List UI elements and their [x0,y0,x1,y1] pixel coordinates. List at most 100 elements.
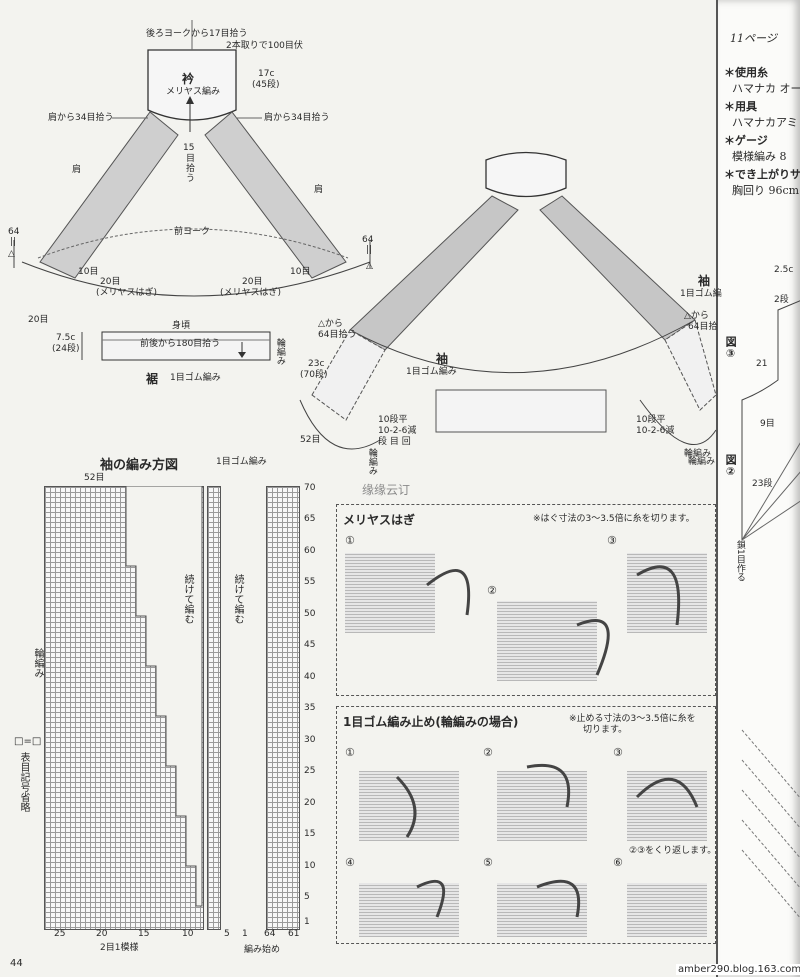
rp-2dan: 2段 [774,295,789,305]
bindoff-title: 1目ゴム編み止め(輪編みの場合) [343,715,519,729]
collar-rows: (45段) [252,80,280,90]
graft-step-3: ③ [607,534,617,547]
col-number: 5 [224,929,230,939]
st10-left: 10目 [78,267,99,277]
graft-panel: メリヤスはぎ ※はぐ寸法の3〜3.5倍に糸を切ります。 ① ② ③ [336,504,716,696]
graft-illustration-1 [345,553,435,633]
yarn-heading: ＊使用糸 [724,66,768,79]
row-number: 45 [304,640,316,650]
row-number: 35 [304,703,316,713]
chart-repeat-label: 2目1模様 [100,943,139,953]
left-eq: || [10,237,17,247]
graft-illustration-3 [627,553,707,633]
dec-left-1: 10段平 [378,415,408,425]
blog-credit: amber290.blog.163.com [676,964,800,975]
graft-step-2: ② [487,584,497,597]
graft-note: ※はぐ寸法の3〜3.5倍に糸を切ります。 [533,514,695,524]
pick-center-hiro: 拾 [186,164,196,174]
chart-legend-text: 表目記号省略 [18,752,29,812]
schematic-lines [13,20,717,450]
col-number: 25 [54,929,66,939]
chart-ribbed-label: 輪編み [32,648,43,678]
hem-height: 7.5c [56,333,76,343]
chart-column-numbers: 25 20 15 10 5 1 64 61 [44,929,304,944]
gauge-value: 模様編み 8 [732,150,787,163]
bindoff-note-2: 切ります。 [583,725,628,735]
graft-step-1: ① [345,534,355,547]
row-number: 15 [304,829,316,839]
sleeve-52-stitches: 52目 [300,435,321,445]
col-number: 10 [182,929,194,939]
rp-25c: 2.5c [774,265,794,275]
chart-top-label: 52目 [84,473,105,483]
chart-grid-center [207,486,221,930]
gauge-heading: ＊ゲージ [724,134,768,147]
graft-yarn-paths [426,565,681,676]
left-triangle: △ [8,249,15,259]
hem-rows: (24段) [52,344,80,354]
left-64: 64 [8,227,20,237]
right-triangle: △ [366,261,373,271]
bindoff-illustration-1 [359,771,459,841]
collar-height: 17c [258,69,275,79]
yarn-value: ハマナカ オー [732,82,800,95]
chart-decrease-steps [125,486,203,907]
tools-heading: ＊用具 [724,100,757,113]
right-64: 64 [362,235,374,245]
chart-grid-right [266,486,300,930]
rp-from-triangle: △から [684,311,709,321]
chart-title: 袖の編み方図 [100,458,179,473]
sleeve-stitch: 1目ゴム編み [406,367,457,377]
bindoff-step-5: ⑤ [483,856,493,869]
right-eq: || [366,245,373,255]
pick-center-u: う [186,174,196,184]
graft-illustration-2 [497,601,597,681]
bindoff-step-4: ④ [345,856,355,869]
row-number: 50 [304,609,316,619]
graft-right: (メリヤスはぎ) [220,288,282,298]
rp-21: 21 [756,359,768,369]
row-number: 20 [304,798,316,808]
pick-180-label: 前後から180目拾う [140,339,221,349]
st20-left: 20目 [100,277,121,287]
collar-stitch: メリヤス編み [166,87,221,97]
hem-stitch: 1目ゴム編み [170,373,221,383]
graft-title: メリヤスはぎ [343,513,416,527]
rp-9me: 9目 [760,419,775,429]
bindoff-step-6: ⑥ [613,856,623,869]
rp-sleeve-title: 袖 [698,274,711,288]
col-number: 20 [96,929,108,939]
rp-ribbed: 輪編み [688,457,716,467]
ribbed-label-hem: 輪編み [274,338,285,365]
dec-right-1: 10段平 [636,415,666,425]
chart-continue-right: 続けて編む [232,574,243,624]
col-number: 64 [264,929,276,939]
ribbed-sleeve-left: 輪編み [366,448,377,475]
col-number: 61 [288,929,300,939]
dec-left-3: 段 目 回 [378,437,411,447]
body-width-label: 身頃 [172,321,191,331]
shoulder-left-label: 肩 [72,165,82,175]
sleeve-from-triangle: △から [318,319,343,329]
bindoff-step-2: ② [483,746,493,759]
bindoff-panel: 1目ゴム編み止め(輪編みの場合) ※止める寸法の3〜3.5倍に糸を 切ります。 … [336,706,716,944]
bindoff-illustration-2 [497,771,587,841]
dec-left-2: 10-2-6減 [378,426,417,436]
sleeve-pick-64: 64目拾う [318,330,357,340]
row-number: 55 [304,577,316,587]
sleeve-rows: (70段) [300,370,328,380]
rp-fig3: 図③ [724,336,738,360]
size-heading: ＊でき上がりサ [724,168,800,181]
pick-shoulder-left: 肩から34目拾う [48,113,114,123]
bindoff-illustration-6 [627,883,707,937]
pick-center-15: 15 [183,143,195,153]
chart-legend-symbol: □=□ [14,736,42,747]
st10-right: 10目 [290,267,311,277]
front-yoke-label: 前ヨーク [174,227,211,237]
bindoff-illustration-3 [627,771,707,841]
bindoff-repeat-note: ②③をくり返します。 [629,846,717,856]
row-number: 65 [304,514,316,524]
rp-figure-lines [741,300,800,919]
row-number: 60 [304,546,316,556]
page-number: 44 [10,958,23,969]
